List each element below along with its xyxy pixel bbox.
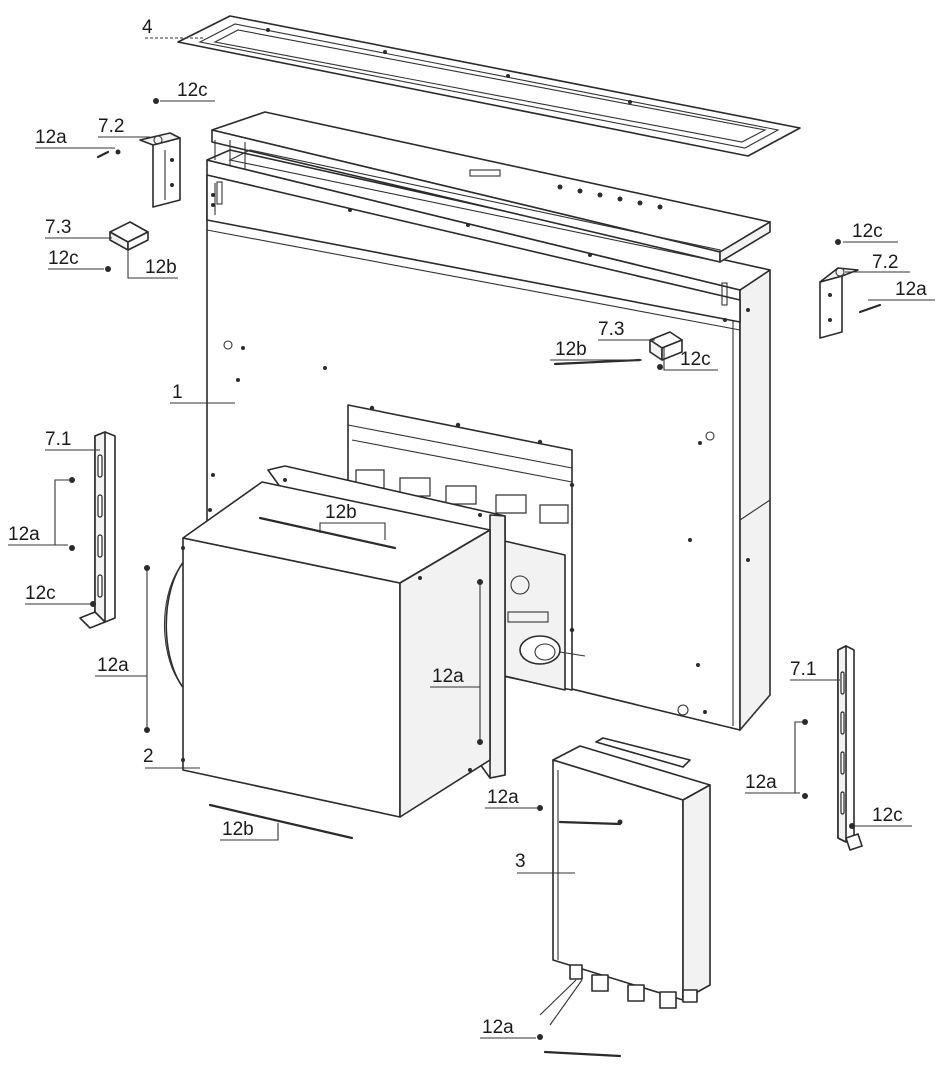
callout-12b-center: 12b (555, 339, 587, 360)
callout-7-2-right: 7.2 (872, 252, 898, 273)
callout-12a-left-box: 12a (97, 655, 129, 676)
callout-12c-left-bracket: 12c (25, 583, 56, 604)
callout-12a-left-top: 12a (35, 127, 67, 148)
callout-12c-right-top: 12c (852, 221, 883, 242)
callout-12a-right-bracket: 12a (745, 772, 777, 793)
part-7-3-left-bracket (109, 221, 149, 251)
callout-12b-box-top: 12b (325, 502, 357, 523)
callout-7-2-left: 7.2 (98, 116, 124, 137)
part-7-2-left-bracket (139, 132, 181, 208)
callout-3: 3 (515, 851, 526, 872)
callout-12a-right-top: 12a (895, 279, 927, 300)
part-3-control-module (539, 737, 711, 1026)
callout-2: 2 (143, 746, 154, 767)
callout-7-1-left: 7.1 (45, 429, 71, 450)
part-7-1-right-rail (837, 645, 863, 851)
callout-7-3-center: 7.3 (598, 319, 624, 340)
part-7-2-right-bracket (819, 267, 859, 339)
part-2-box (164, 465, 506, 818)
callout-4: 4 (142, 17, 153, 38)
callout-12c-center: 12c (680, 349, 711, 370)
callout-12c-right-bracket: 12c (872, 805, 903, 826)
callout-12a-box-right: 12a (432, 666, 464, 687)
part-7-3-center-bracket (649, 331, 683, 361)
callout-12a-module: 12a (487, 787, 519, 808)
callout-12c-top: 12c (177, 80, 208, 101)
callout-12a-left-bracket: 12a (8, 524, 40, 545)
callout-12a-bottom: 12a (482, 1017, 514, 1038)
part-4-top-frame (177, 15, 801, 157)
screws (8, 98, 935, 1058)
callout-12b-box-bottom: 12b (222, 819, 254, 840)
callout-7-1-right: 7.1 (790, 659, 816, 680)
callout-12b-left: 12b (145, 257, 177, 278)
callout-12c-left: 12c (48, 248, 79, 269)
callout-7-3-left: 7.3 (45, 217, 71, 238)
part-7-1-left-rail (79, 431, 116, 629)
callout-1: 1 (172, 382, 183, 403)
